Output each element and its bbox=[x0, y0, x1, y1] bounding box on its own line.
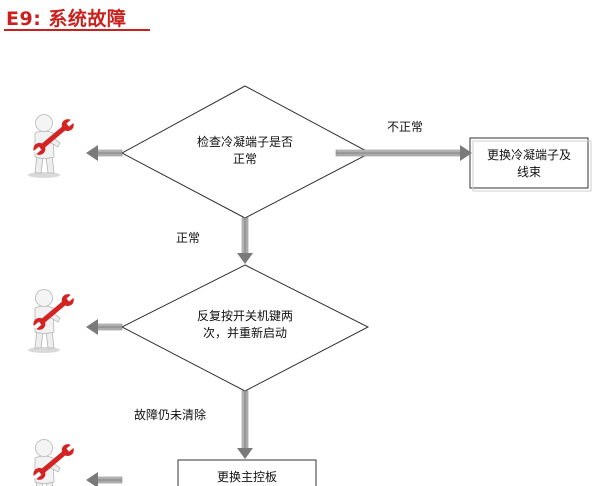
action1-line2: 线束 bbox=[517, 165, 541, 179]
arrow-left-3-shaft bbox=[95, 476, 123, 484]
edge-label-normal: 正常 bbox=[176, 231, 200, 245]
arrow-left-1-shaft bbox=[95, 149, 123, 157]
arrow-fault-shaft bbox=[241, 390, 249, 450]
edge-label-abnormal: 不正常 bbox=[387, 120, 423, 134]
repair-worker-icon bbox=[27, 289, 78, 354]
action-box-2 bbox=[177, 459, 317, 486]
action-box-1 bbox=[469, 137, 589, 189]
edge-label-fault: 故障仍未清除 bbox=[134, 407, 206, 422]
title-underline bbox=[4, 29, 150, 31]
arrow-fault-head bbox=[237, 448, 253, 459]
action-box-1-shadow bbox=[472, 140, 592, 192]
repair-worker-icon bbox=[27, 439, 78, 486]
arrow-left-1-head bbox=[86, 145, 98, 161]
decision1-line1: 检查冷凝端子是否 bbox=[197, 134, 293, 149]
arrow-abnormal-shaft bbox=[335, 149, 463, 157]
arrow-normal-shaft bbox=[241, 217, 249, 255]
action1-line1: 更换冷凝端子及 bbox=[487, 147, 571, 162]
page-title: E9: 系统故障 bbox=[6, 8, 127, 30]
arrow-left-2-head bbox=[86, 319, 98, 335]
arrow-normal-head bbox=[237, 253, 253, 264]
repair-worker-icon bbox=[27, 114, 78, 179]
decision2-line1: 反复按开关机键两 bbox=[197, 309, 293, 323]
decision1-line2: 正常 bbox=[233, 152, 257, 166]
arrow-left-2-shaft bbox=[95, 323, 123, 331]
action2-line1: 更换主控板 bbox=[217, 470, 277, 484]
arrow-left-3-head bbox=[86, 472, 98, 486]
arrow-abnormal-head bbox=[460, 145, 472, 161]
decision2-line2: 次，并重新启动 bbox=[203, 325, 287, 340]
